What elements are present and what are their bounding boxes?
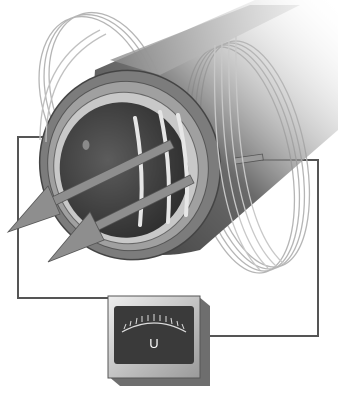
field-dot — [83, 140, 90, 150]
meter-label: U — [149, 336, 158, 351]
voltmeter: U — [108, 296, 210, 386]
